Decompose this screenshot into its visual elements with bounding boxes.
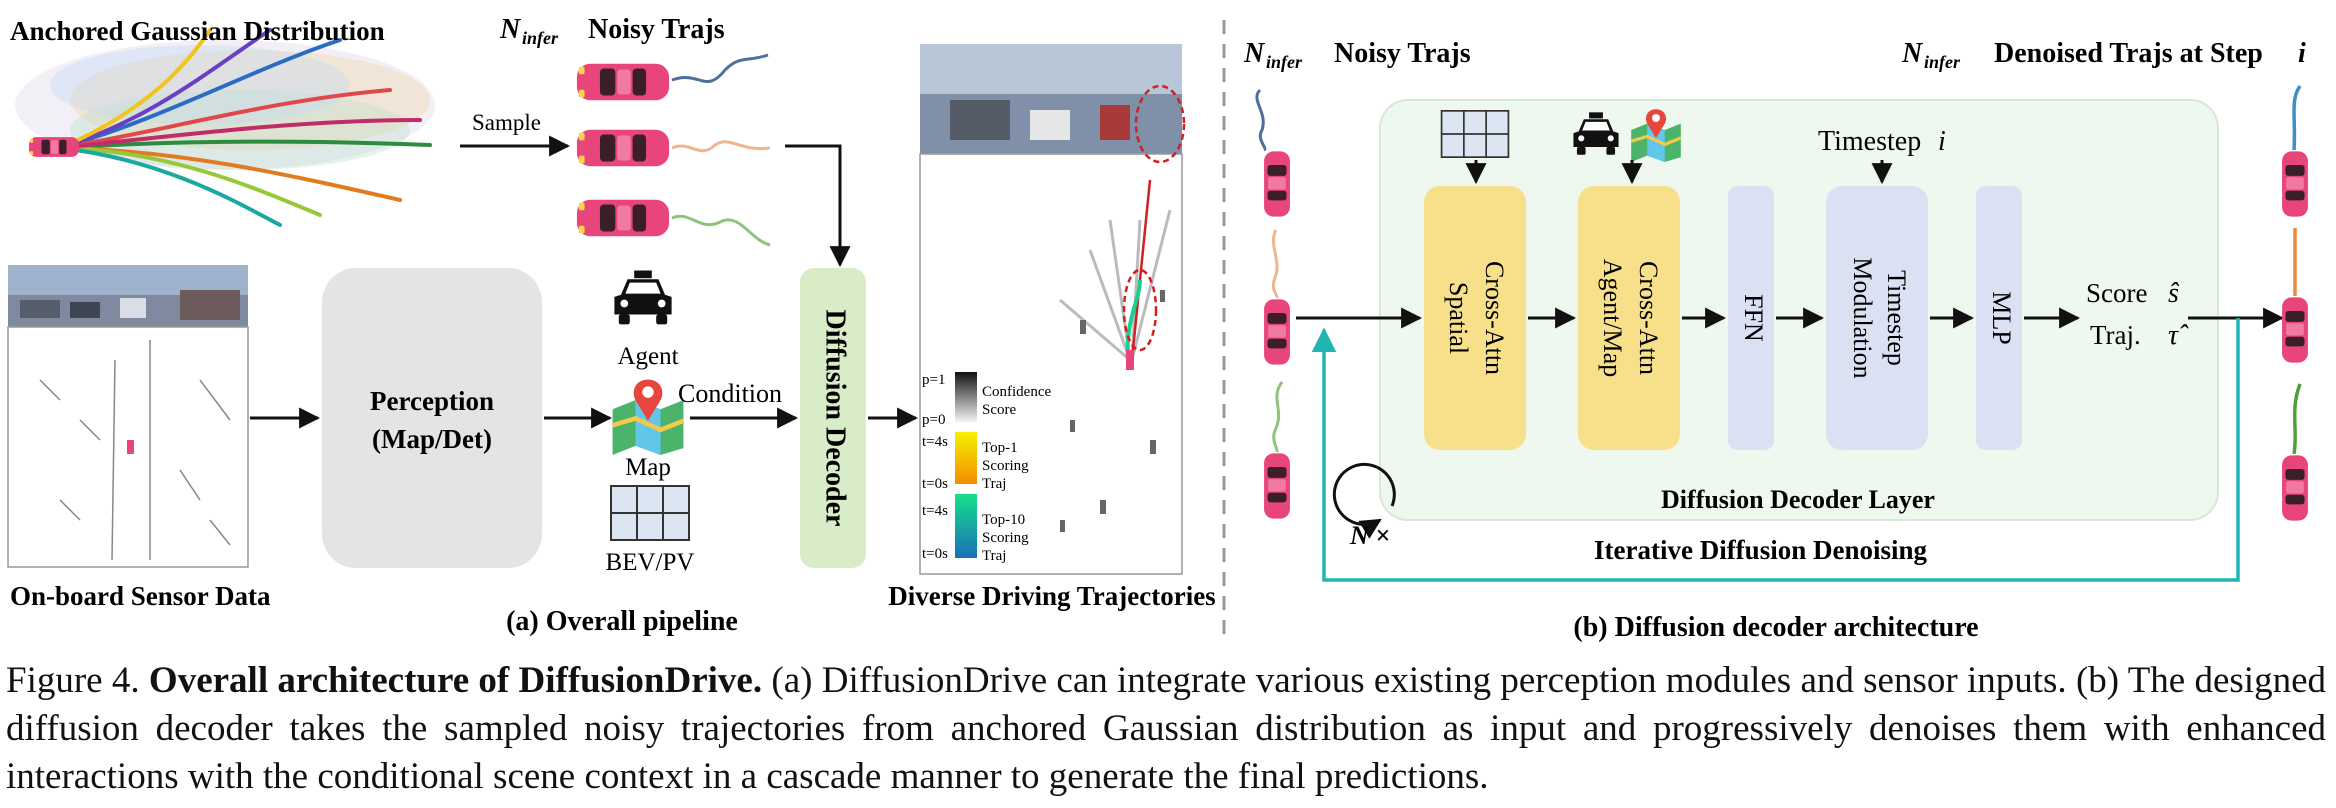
taxi-icon [614, 270, 672, 325]
b-denoised-car-2 [2282, 297, 2308, 363]
traj-label: Traj. [2090, 320, 2141, 350]
legend-conf-2: Score [982, 402, 1016, 418]
b-noisy-traj-3 [1272, 381, 1284, 453]
panel-a-subtitle: (a) Overall pipeline [506, 606, 738, 637]
b-n-infer-symbol-right: N [1901, 38, 1924, 69]
top1-gradient [955, 432, 977, 484]
trajs-to-decoder-arrow [785, 144, 851, 268]
perception-line2: (Map/Det) [372, 424, 492, 454]
anchored-title: Anchored Gaussian Distribution [10, 16, 385, 46]
output-label: Diverse Driving Trajectories [888, 581, 1215, 611]
sensor-label: On-board Sensor Data [10, 581, 271, 611]
figure-canvas: Anchored Gaussian Distribution N infer N… [7, 14, 2308, 643]
anchored-gaussian-cloud [15, 28, 435, 227]
diffusion-decoder-block [800, 268, 866, 568]
iterative-loop-line [1311, 318, 2240, 582]
b-noisy-traj-1 [1255, 88, 1267, 152]
score-label: Score [2086, 278, 2147, 308]
confidence-gradient [955, 372, 977, 422]
b-n-infer-subscript-right: infer [1924, 52, 1961, 72]
iterative-label: Iterative Diffusion Denoising [1594, 535, 1927, 565]
b-noisy-car-3 [1264, 453, 1290, 519]
agent-map-cross-attn-block [1578, 186, 1680, 450]
b-noisy-title: Noisy Trajs [1334, 38, 1471, 69]
b-noisy-car-1 [1264, 151, 1290, 217]
agentmap-line2: Cross-Attn [1634, 261, 1663, 375]
b-denoised-traj-3 [2292, 383, 2302, 455]
b-grid-icon [1440, 110, 1510, 158]
bev-grid-icon [610, 485, 690, 541]
timestep-var: i [1938, 126, 1946, 157]
b-denoised-car-3 [2282, 455, 2308, 521]
legend-t4-b: t=4s [922, 503, 948, 519]
legend-p1: p=1 [922, 372, 945, 388]
condition-label: Condition [678, 379, 782, 408]
b-noisy-car-2 [1264, 299, 1290, 365]
noisy-traj-1 [671, 53, 769, 83]
output-legend [955, 372, 977, 558]
legend-top1-3: Traj [982, 476, 1006, 492]
mlp-label: MLP [1987, 291, 2016, 344]
b-denoised-traj-1 [2292, 84, 2302, 151]
noisy-traj-3 [671, 214, 771, 247]
sensor-data-image [7, 265, 249, 568]
tm-line2: Modulation [1848, 257, 1877, 378]
b-noisy-traj-2 [1271, 229, 1279, 299]
b-step-var: i [2298, 38, 2306, 69]
tm-line1: Timestep [1882, 270, 1911, 366]
map-icon [613, 380, 684, 455]
diffusion-decoder-label: Diffusion Decoder [820, 310, 851, 527]
legend-top10-2: Scoring [982, 530, 1029, 546]
noisy-trajs-title: Noisy Trajs [588, 14, 725, 45]
legend-top10-3: Traj [982, 548, 1006, 564]
figure-caption: Figure 4. Overall architecture of Diffus… [6, 657, 2326, 801]
repeat-icon [1332, 462, 1396, 539]
score-symbol: ŝ [2168, 278, 2180, 309]
legend-top1-2: Scoring [982, 458, 1029, 474]
map-label: Map [625, 454, 671, 481]
legend-t0-b: t=0s [922, 546, 948, 562]
ffn-block [1728, 186, 1774, 450]
caption-bold: Overall architecture of DiffusionDrive. [148, 660, 763, 701]
n-times-label: N × [1349, 521, 1390, 550]
noisy-car-2 [576, 129, 670, 167]
spatial-cross-attn-block [1424, 186, 1526, 450]
caption-text: (a) DiffusionDrive can integrate various… [6, 660, 2327, 797]
legend-p0: p=0 [922, 412, 945, 428]
noisy-traj-2 [671, 140, 771, 153]
caption-prefix: Figure 4. [6, 660, 140, 701]
b-n-infer-subscript: infer [1266, 52, 1303, 72]
top10-gradient [955, 494, 977, 558]
panel-b-subtitle: (b) Diffusion decoder architecture [1573, 612, 1978, 643]
b-n-infer-symbol: N [1243, 38, 1266, 69]
legend-conf-1: Confidence [982, 384, 1051, 400]
noisy-car-3 [576, 199, 670, 237]
decoder-layer-label: Diffusion Decoder Layer [1661, 485, 1935, 514]
n-infer-symbol: N [499, 14, 522, 45]
agentmap-line1: Agent/Map [1598, 259, 1627, 377]
legend-top10-1: Top-10 [982, 512, 1025, 528]
b-denoised-car-1 [2282, 151, 2308, 217]
mlp-block [1976, 186, 2022, 450]
b-denoised-title: Denoised Trajs at Step [1994, 38, 2263, 69]
spatial-line2: Cross-Attn [1480, 261, 1509, 375]
timestep-modulation-block [1826, 186, 1928, 450]
sample-label: Sample [472, 110, 541, 135]
perception-block [322, 268, 542, 568]
legend-t4-a: t=4s [922, 434, 948, 450]
agent-label: Agent [617, 343, 678, 370]
ffn-label: FFN [1739, 294, 1768, 342]
legend-t0-a: t=0s [922, 476, 948, 492]
n-infer-subscript: infer [522, 28, 559, 48]
spatial-line1: Spatial [1444, 282, 1473, 354]
legend-top1-1: Top-1 [982, 440, 1018, 456]
perception-line1: Perception [370, 386, 494, 416]
timestep-label: Timestep [1818, 126, 1921, 157]
bev-label: BEV/PV [606, 549, 695, 576]
noisy-car-1 [576, 63, 670, 101]
